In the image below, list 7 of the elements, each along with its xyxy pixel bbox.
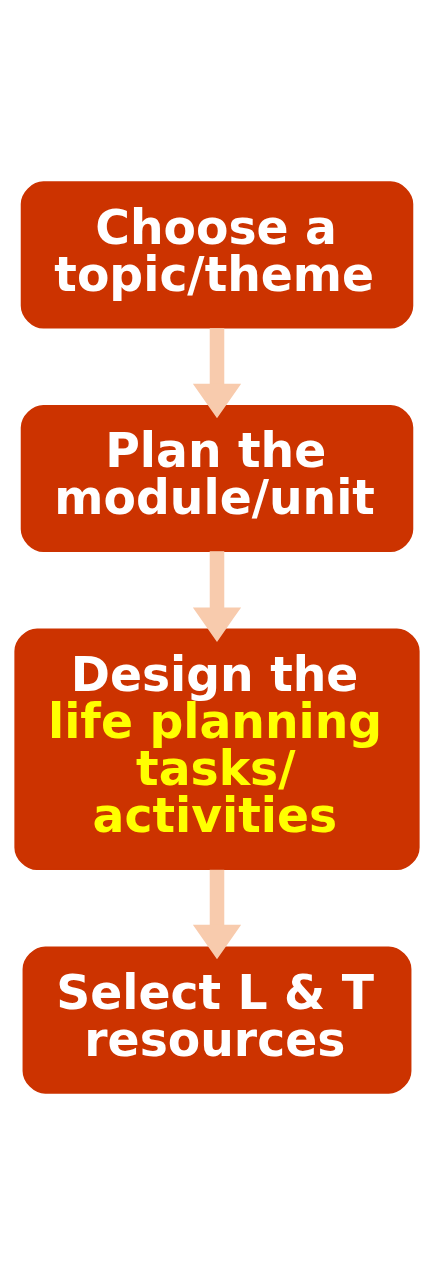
arrow [192,327,242,418]
node-box: Choose a topic/theme [20,180,414,329]
arrow [192,869,242,959]
node-box: Select L & T resources [22,945,412,1094]
node-box: Plan the module/unit [20,404,414,552]
arrow [192,550,242,642]
node-box: Design the life planning tasks/ activities [14,627,420,870]
